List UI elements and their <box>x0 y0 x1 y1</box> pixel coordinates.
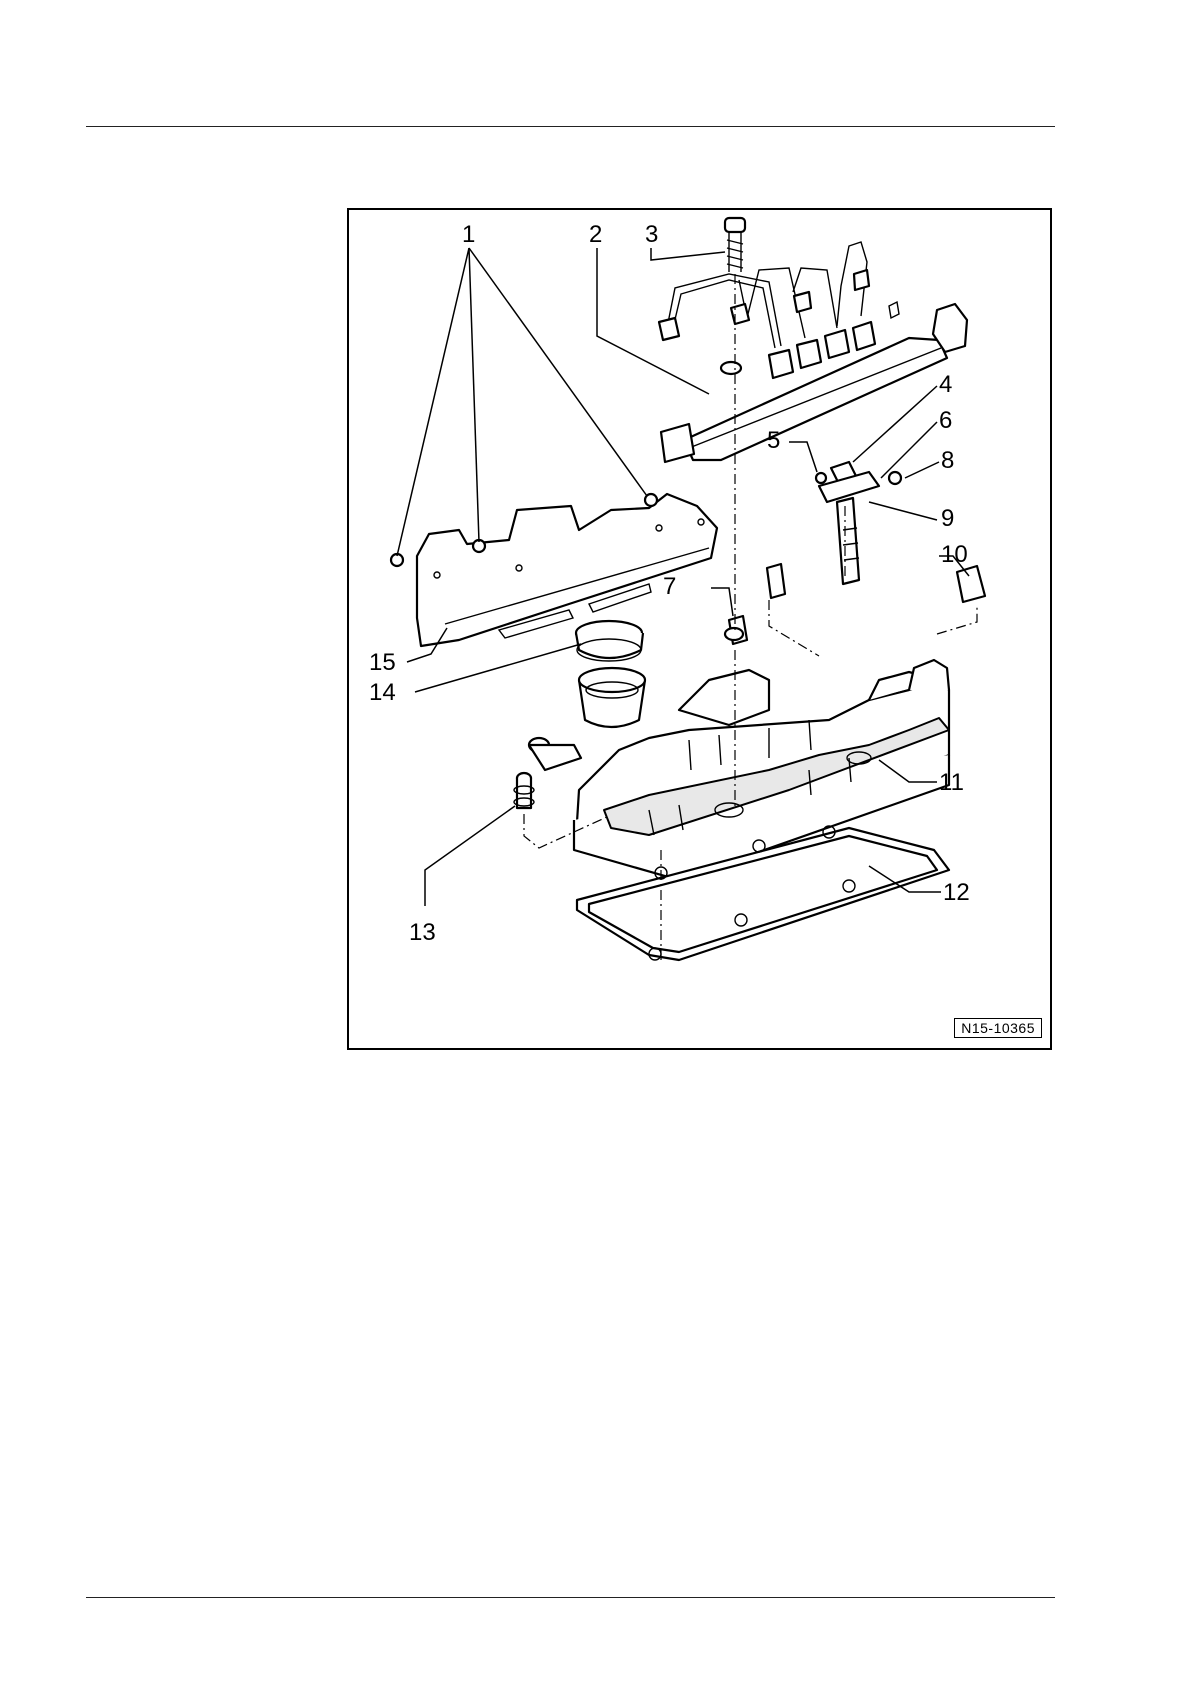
exploded-view-drawing: 1 2 3 4 5 6 7 8 9 10 11 12 13 14 15 <box>349 210 1049 1047</box>
callout-4: 4 <box>939 371 952 398</box>
callout-15: 15 <box>369 649 396 676</box>
callout-7: 7 <box>663 573 676 600</box>
callout-14: 14 <box>369 679 396 706</box>
high-pressure-fuel-rail <box>659 242 967 462</box>
callout-2: 2 <box>589 221 602 248</box>
callout-10: 10 <box>941 541 968 568</box>
callout-8: 8 <box>941 447 954 474</box>
footer-rule <box>86 1597 1055 1598</box>
header-rule <box>86 126 1055 127</box>
exploded-view-figure: 1 2 3 4 5 6 7 8 9 10 11 12 13 14 15 N15-… <box>347 208 1052 1050</box>
oil-filler-cap <box>576 621 645 727</box>
callout-9: 9 <box>941 505 954 532</box>
callout-1: 1 <box>462 221 475 248</box>
callout-11: 11 <box>939 769 964 796</box>
fuel-rail-bolt <box>725 218 745 272</box>
mounting-grommet <box>514 773 534 808</box>
callout-12: 12 <box>943 879 970 906</box>
callout-6: 6 <box>939 407 952 434</box>
callout-3: 3 <box>645 221 658 248</box>
figure-code: N15-10365 <box>954 1018 1042 1038</box>
noise-insulation <box>417 494 717 646</box>
callout-5: 5 <box>767 427 780 454</box>
callout-13: 13 <box>409 919 436 946</box>
injector-assembly <box>816 462 901 584</box>
